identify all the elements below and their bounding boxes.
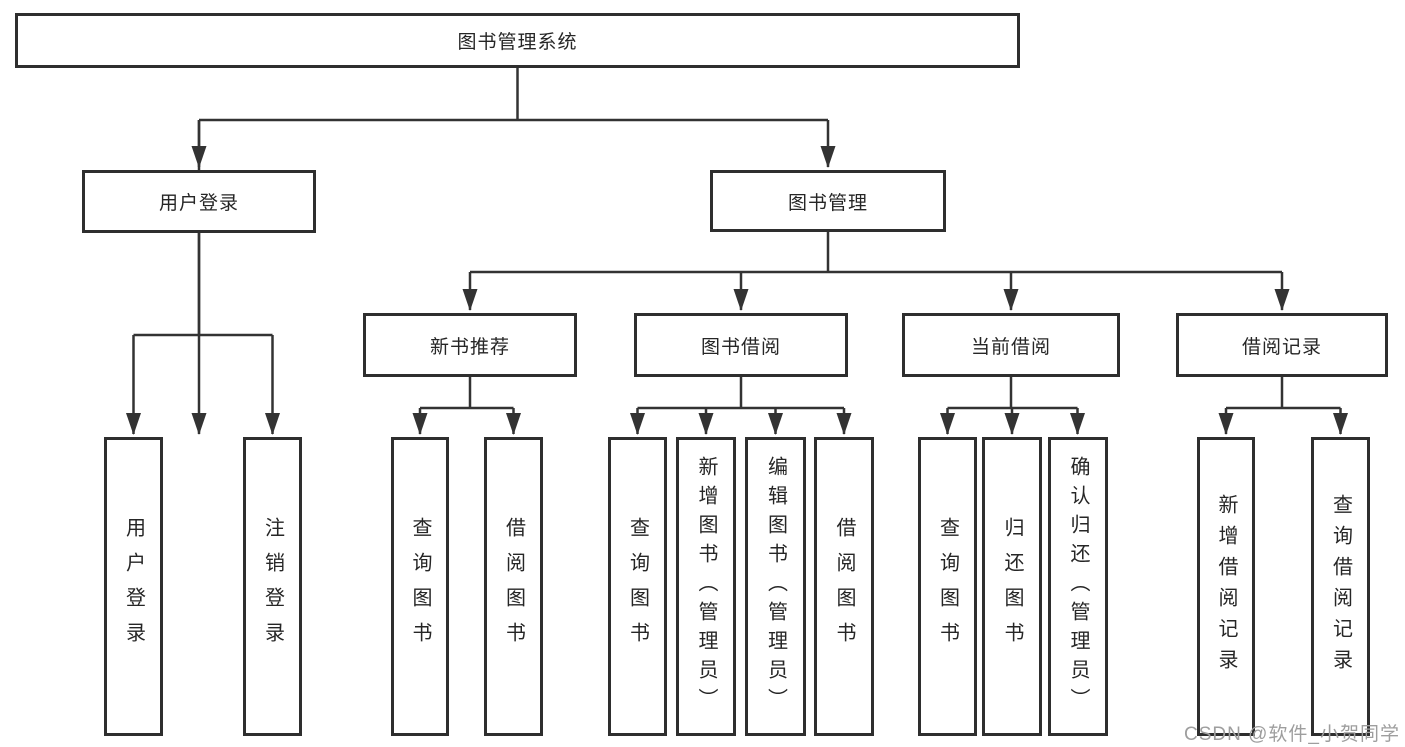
node-borrowing-records: 借阅记录 <box>1176 313 1388 377</box>
leaf-add-book-admin-label: 新增图书（管理员） <box>695 456 717 717</box>
connector-root-to-level2 <box>191 68 836 435</box>
leaf-query-borrow-record-label: 查询借阅记录 <box>1329 493 1352 680</box>
leaf-borrow-book-label: 借阅图书 <box>833 516 855 657</box>
node-book-management: 图书管理 <box>710 170 946 232</box>
leaf-query-book-recommend-label: 查询图书 <box>409 516 431 657</box>
leaf-query-borrow-record: 查询借阅记录 <box>1311 437 1370 736</box>
leaf-confirm-return-admin: 确认归还（管理员） <box>1048 437 1108 736</box>
node-book-borrowing-label: 图书借阅 <box>700 336 781 358</box>
leaf-borrow-book-recommend-label: 借阅图书 <box>502 516 525 657</box>
leaf-query-book-current: 查询图书 <box>918 437 977 736</box>
leaf-query-book-current-label: 查询图书 <box>936 516 959 657</box>
leaf-query-book-borrowing: 查询图书 <box>608 437 667 736</box>
leaf-add-book-admin: 新增图书（管理员） <box>676 437 736 736</box>
connector-borrowing-to-leaves <box>630 377 852 435</box>
connector-records-to-leaves <box>1218 377 1348 435</box>
leaf-borrow-book: 借阅图书 <box>814 437 874 736</box>
leaf-edit-book-admin-label: 编辑图书（管理员） <box>764 456 787 717</box>
connector-bookmgmt-to-level3 <box>462 232 1290 311</box>
node-book-management-label: 图书管理 <box>787 192 868 214</box>
leaf-add-borrow-record: 新增借阅记录 <box>1197 437 1255 736</box>
connector-current-to-leaves <box>940 377 1085 435</box>
leaf-logout-login: 注销登录 <box>243 437 302 736</box>
leaf-logout-login-label: 注销登录 <box>261 516 284 657</box>
node-root-library-system: 图书管理系统 <box>15 13 1020 68</box>
leaf-user-login-label: 用户登录 <box>122 516 145 657</box>
node-user-login: 用户登录 <box>82 170 316 233</box>
leaf-confirm-return-admin-label: 确认归还（管理员） <box>1067 456 1089 717</box>
node-root-label: 图书管理系统 <box>457 32 578 53</box>
leaf-return-book-label: 归还图书 <box>1001 516 1023 657</box>
node-book-borrowing: 图书借阅 <box>634 313 848 377</box>
leaf-borrow-book-recommend: 借阅图书 <box>484 437 543 736</box>
connector-recommend-to-leaves <box>412 377 521 435</box>
leaf-query-book-borrowing-label: 查询图书 <box>626 516 649 657</box>
leaf-edit-book-admin: 编辑图书（管理员） <box>745 437 806 736</box>
node-new-book-recommend-label: 新书推荐 <box>429 336 510 358</box>
leaf-user-login: 用户登录 <box>104 437 163 736</box>
node-borrowing-records-label: 借阅记录 <box>1241 336 1322 358</box>
node-current-borrowing-label: 当前借阅 <box>970 336 1051 358</box>
connector-userlogin-to-leaves <box>126 233 280 435</box>
csdn-watermark: CSDN @软件_小贺同学 <box>1184 724 1400 745</box>
node-user-login-label: 用户登录 <box>158 193 239 214</box>
leaf-query-book-recommend: 查询图书 <box>391 437 449 736</box>
node-new-book-recommend: 新书推荐 <box>363 313 577 377</box>
node-current-borrowing: 当前借阅 <box>902 313 1120 377</box>
leaf-return-book: 归还图书 <box>982 437 1042 736</box>
leaf-add-borrow-record-label: 新增借阅记录 <box>1215 493 1237 680</box>
